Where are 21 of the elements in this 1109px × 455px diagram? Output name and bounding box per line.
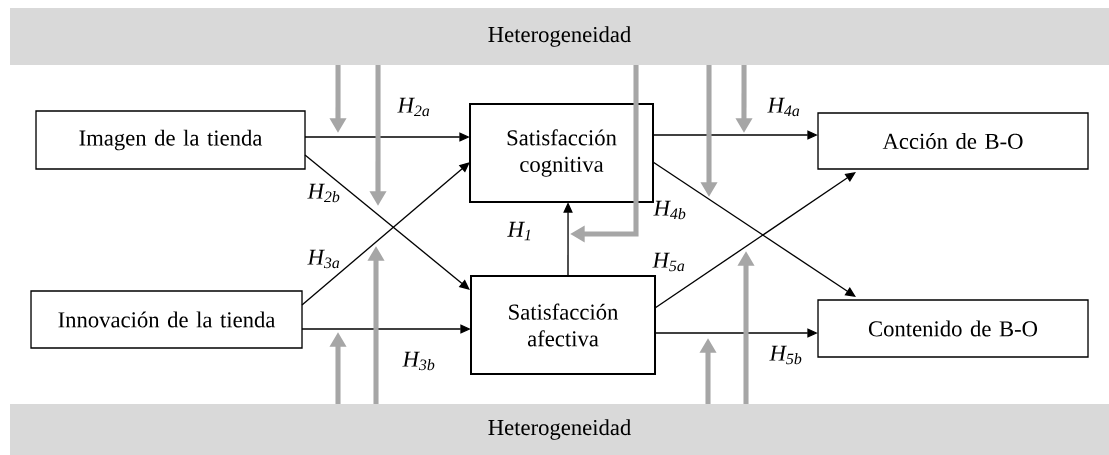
construct-box: Satisfacción afectiva [470, 275, 656, 375]
edge-label: H$_{4a}$ [767, 97, 800, 117]
construct-box: Acción de B-O [817, 112, 1089, 170]
moderator-band: Heterogeneidad [10, 404, 1109, 455]
edge-label: H$_{3b}$ [402, 351, 435, 371]
arrow [652, 161, 856, 297]
arrow [301, 162, 470, 306]
construct-box: Contenido de B-O [817, 299, 1089, 358]
arrow [654, 172, 856, 309]
construct-box: Satisfacción cognitiva [469, 103, 654, 203]
edge-label: H$_{5a}$ [652, 252, 685, 272]
arrow [304, 154, 470, 290]
edge-label: H$_{5b}$ [769, 345, 802, 365]
edge-label: H$_{1}$ [507, 221, 531, 241]
edge-label: H$_{2b}$ [307, 183, 340, 203]
construct-box: Innovación de la tienda [30, 290, 303, 349]
moderator-band: Heterogeneidad [10, 8, 1109, 65]
edge-label: H$_{2a}$ [397, 97, 430, 117]
edge-label: H$_{4b}$ [653, 200, 686, 220]
construct-box: Imagen de la tienda [35, 110, 306, 170]
edge-label: H$_{3a}$ [307, 249, 340, 269]
